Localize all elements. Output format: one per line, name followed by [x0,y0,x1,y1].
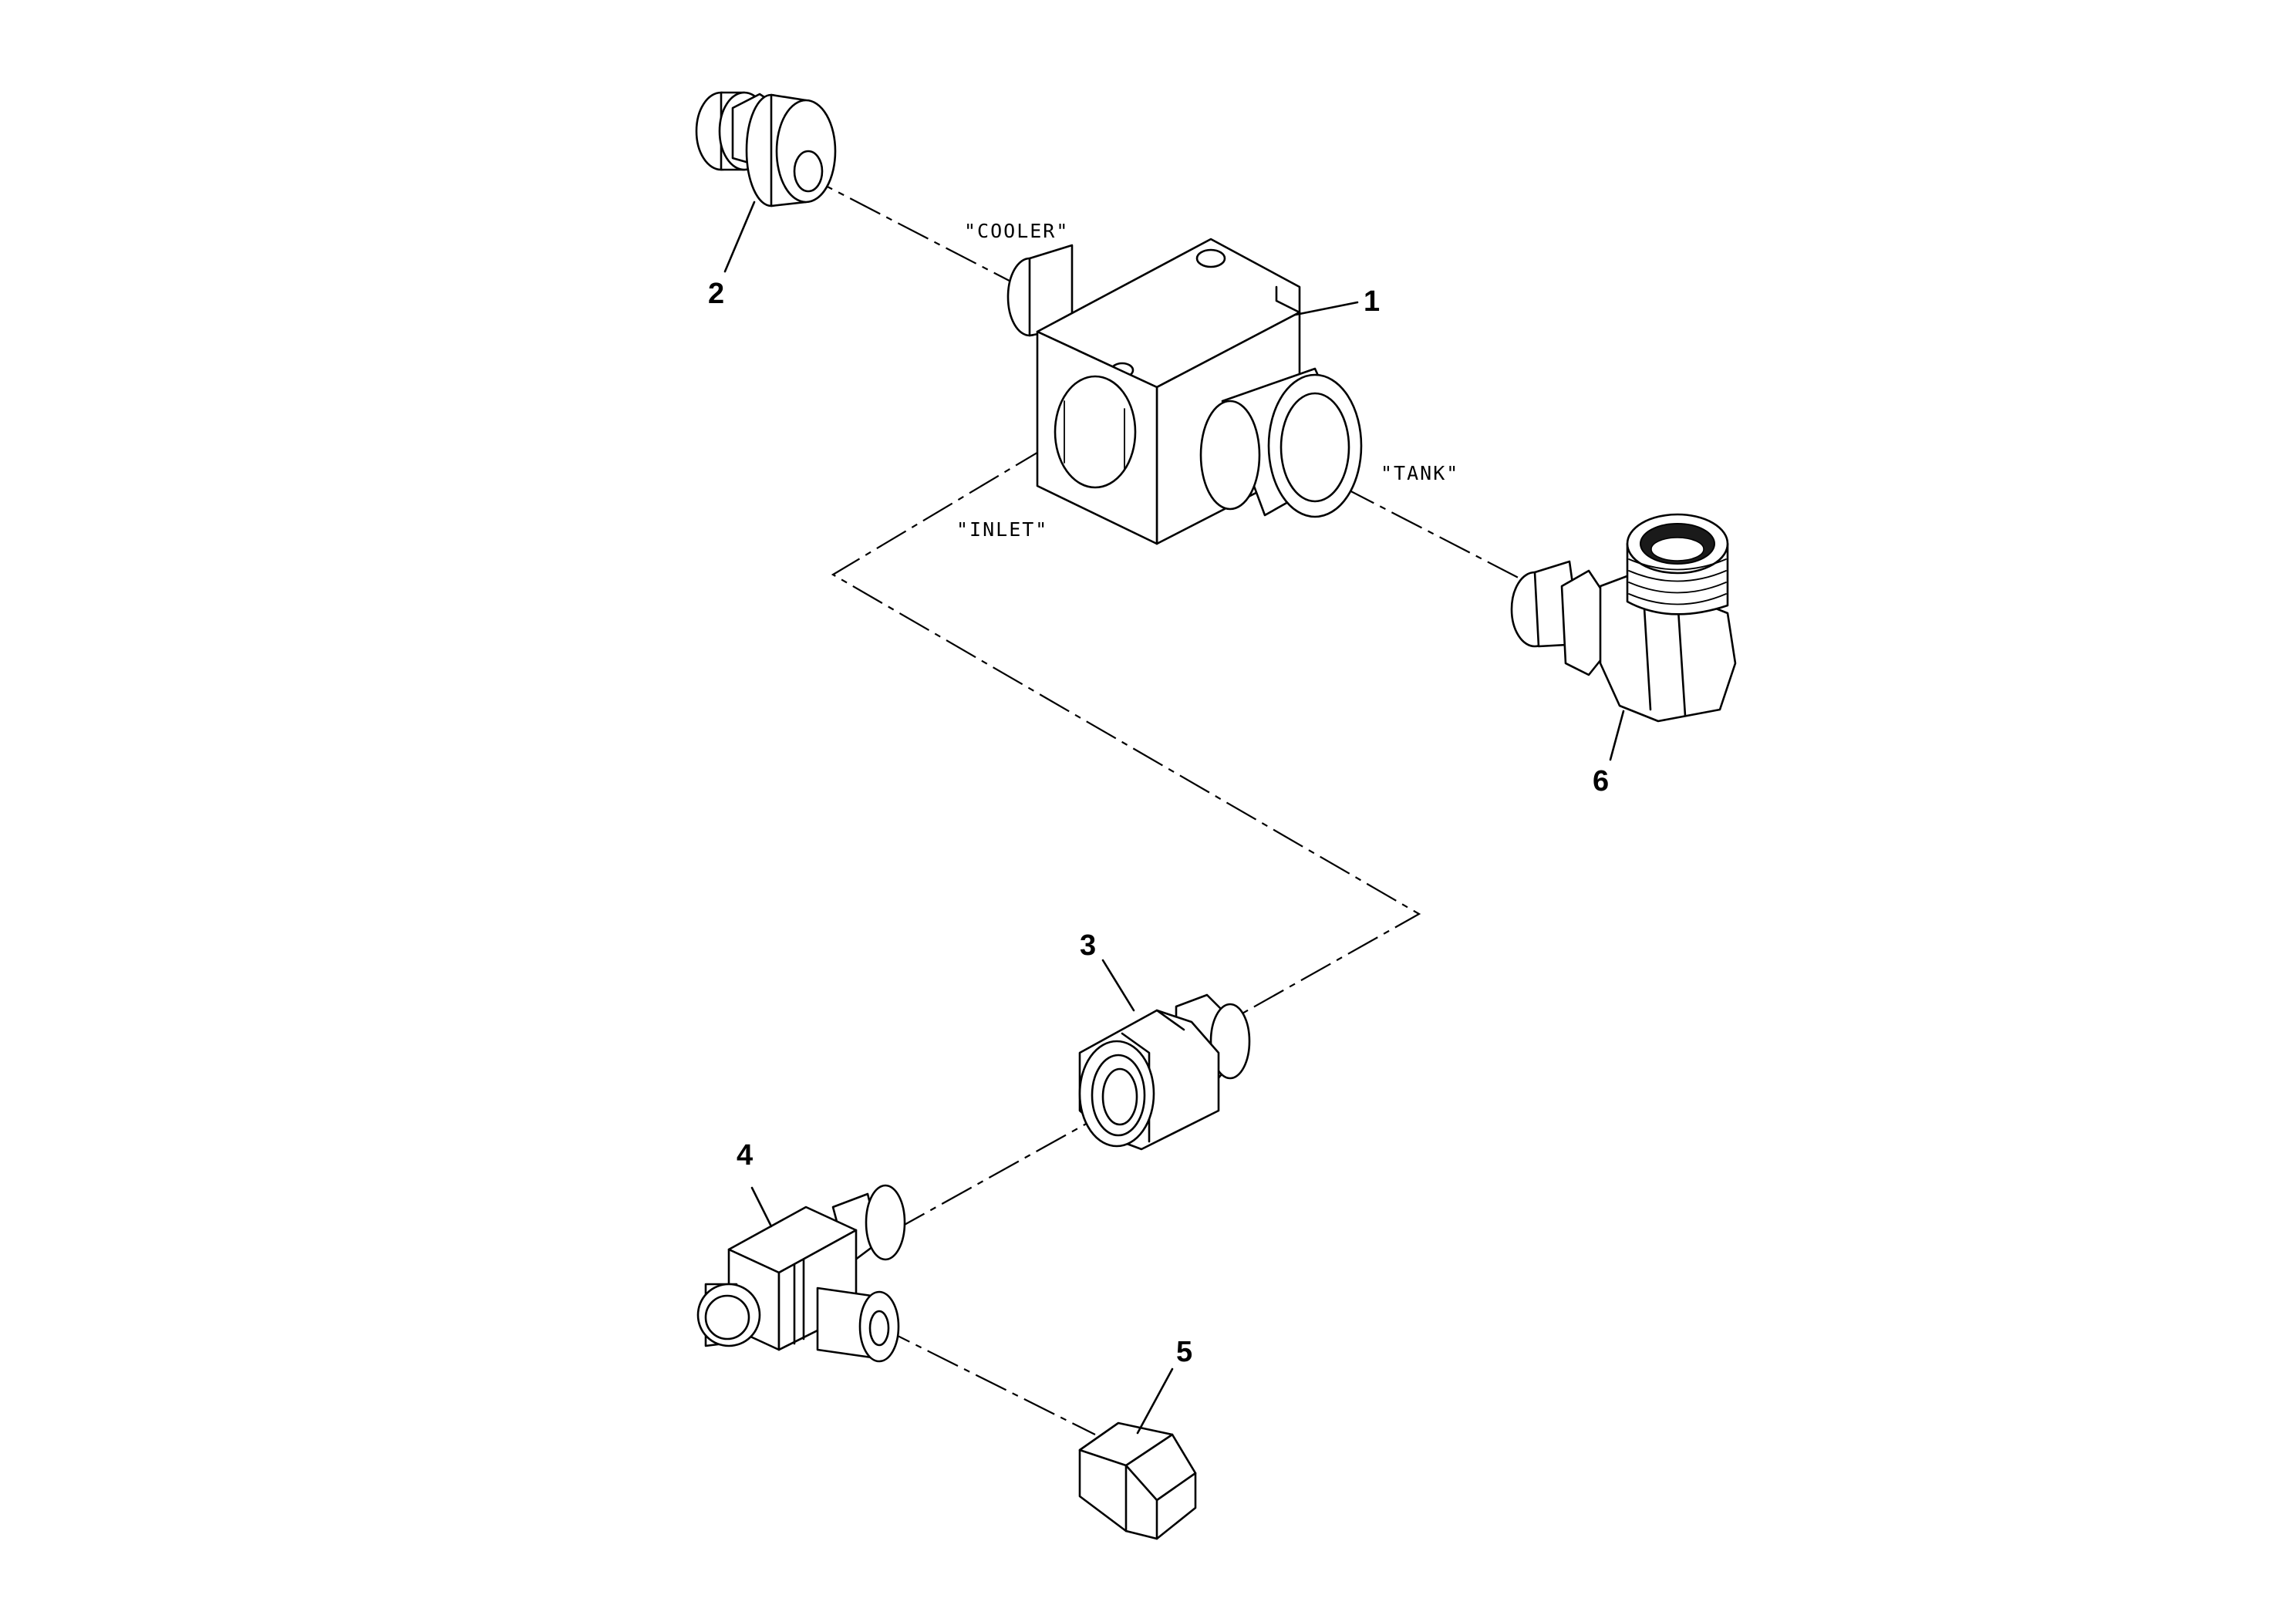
part-4-tee [696,1184,906,1363]
leader-line-2 [723,201,756,273]
callout-labels: 1 2 3 4 5 6 [708,278,1609,1368]
leader-line-3 [1101,959,1135,1012]
port-labels: "COOLER" "TANK" "INLET" [956,220,1459,541]
leader-lines [723,201,1625,1435]
part-1-valve-block [1006,238,1363,545]
part-6-elbow [1510,513,1737,723]
leader-line-1 [1294,301,1359,316]
port-label-cooler: "COOLER" [964,220,1069,242]
leader-line-6 [1609,710,1625,761]
callout-5: 5 [1176,1336,1192,1368]
assembly-line-tee-to-cap [878,1326,1096,1435]
part-5-hex-cap [1078,1421,1197,1540]
assembly-line-cooler [801,173,1027,290]
callout-3: 3 [1080,929,1096,962]
callout-4: 4 [737,1139,753,1172]
callout-2: 2 [708,278,724,310]
part-2-adapter [695,91,837,207]
assembly-line-inlet [831,420,1421,1019]
assembly-line-tee-to-nut [894,1114,1104,1231]
callout-6: 6 [1593,765,1609,798]
part-3-swivel-nut [1078,993,1251,1151]
leader-line-5 [1136,1367,1174,1435]
callout-1: 1 [1364,285,1380,318]
leader-line-4 [750,1186,773,1228]
port-label-tank: "TANK" [1381,462,1459,484]
port-label-inlet: "INLET" [956,518,1048,541]
elbow-thread-lines [1628,558,1727,605]
